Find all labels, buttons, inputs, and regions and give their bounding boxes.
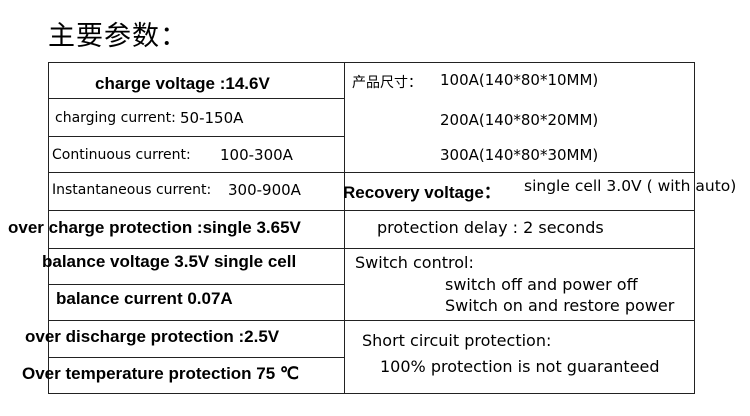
right-row-divider bbox=[344, 210, 695, 211]
spec-table bbox=[48, 62, 695, 394]
left-row-divider bbox=[48, 284, 345, 285]
table-border-right bbox=[694, 62, 695, 394]
short-circuit-note: 100% protection is not guaranteed bbox=[380, 357, 660, 376]
left-row-divider bbox=[48, 210, 345, 211]
balance-current: balance current 0.07A bbox=[56, 289, 233, 308]
recovery-voltage-label: Recovery voltage： bbox=[343, 183, 501, 202]
right-row-divider bbox=[344, 172, 695, 173]
over-temperature-protection: Over temperature protection 75 ℃ bbox=[22, 364, 300, 383]
charging-current-label: charging current: bbox=[55, 110, 176, 126]
continuous-current-value: 100-300A bbox=[220, 146, 293, 164]
short-circuit-label: Short circuit protection: bbox=[362, 331, 552, 350]
table-border-left bbox=[48, 62, 49, 394]
table-column-divider bbox=[344, 62, 345, 394]
product-size-label: 产品尺寸： bbox=[352, 75, 422, 91]
size-200a: 200A(140*80*20MM) bbox=[440, 111, 599, 129]
protection-delay: protection delay : 2 seconds bbox=[377, 218, 604, 237]
table-border-bottom bbox=[48, 393, 695, 394]
left-row-divider bbox=[48, 320, 345, 321]
left-row-divider bbox=[48, 248, 345, 249]
instantaneous-current-label: Instantaneous current: bbox=[52, 182, 212, 198]
right-row-divider bbox=[344, 248, 695, 249]
left-row-divider bbox=[48, 98, 345, 99]
instantaneous-current-value: 300-900A bbox=[228, 181, 301, 199]
left-row-divider bbox=[48, 136, 345, 137]
left-row-divider bbox=[48, 172, 345, 173]
page-heading: 主要参数： bbox=[48, 21, 188, 52]
recovery-voltage-value: single cell 3.0V ( with auto) bbox=[524, 177, 737, 195]
charge-voltage: charge voltage :14.6V bbox=[95, 74, 270, 93]
balance-voltage: balance voltage 3.5V single cell bbox=[42, 252, 297, 271]
table-border-top bbox=[48, 62, 695, 63]
size-100a: 100A(140*80*10MM) bbox=[440, 71, 599, 89]
size-300a: 300A(140*80*30MM) bbox=[440, 146, 599, 164]
switch-on-text: Switch on and restore power bbox=[445, 296, 675, 315]
charging-current-value: 50-150A bbox=[180, 109, 244, 127]
switch-off-text: switch off and power off bbox=[445, 275, 638, 294]
right-row-divider bbox=[344, 320, 695, 321]
switch-control-label: Switch control: bbox=[355, 253, 474, 272]
overcharge-protection: over charge protection :single 3.65V bbox=[8, 218, 301, 237]
continuous-current-label: Continuous current: bbox=[52, 147, 191, 163]
over-discharge-protection: over discharge protection :2.5V bbox=[25, 327, 280, 346]
left-row-divider bbox=[48, 357, 345, 358]
